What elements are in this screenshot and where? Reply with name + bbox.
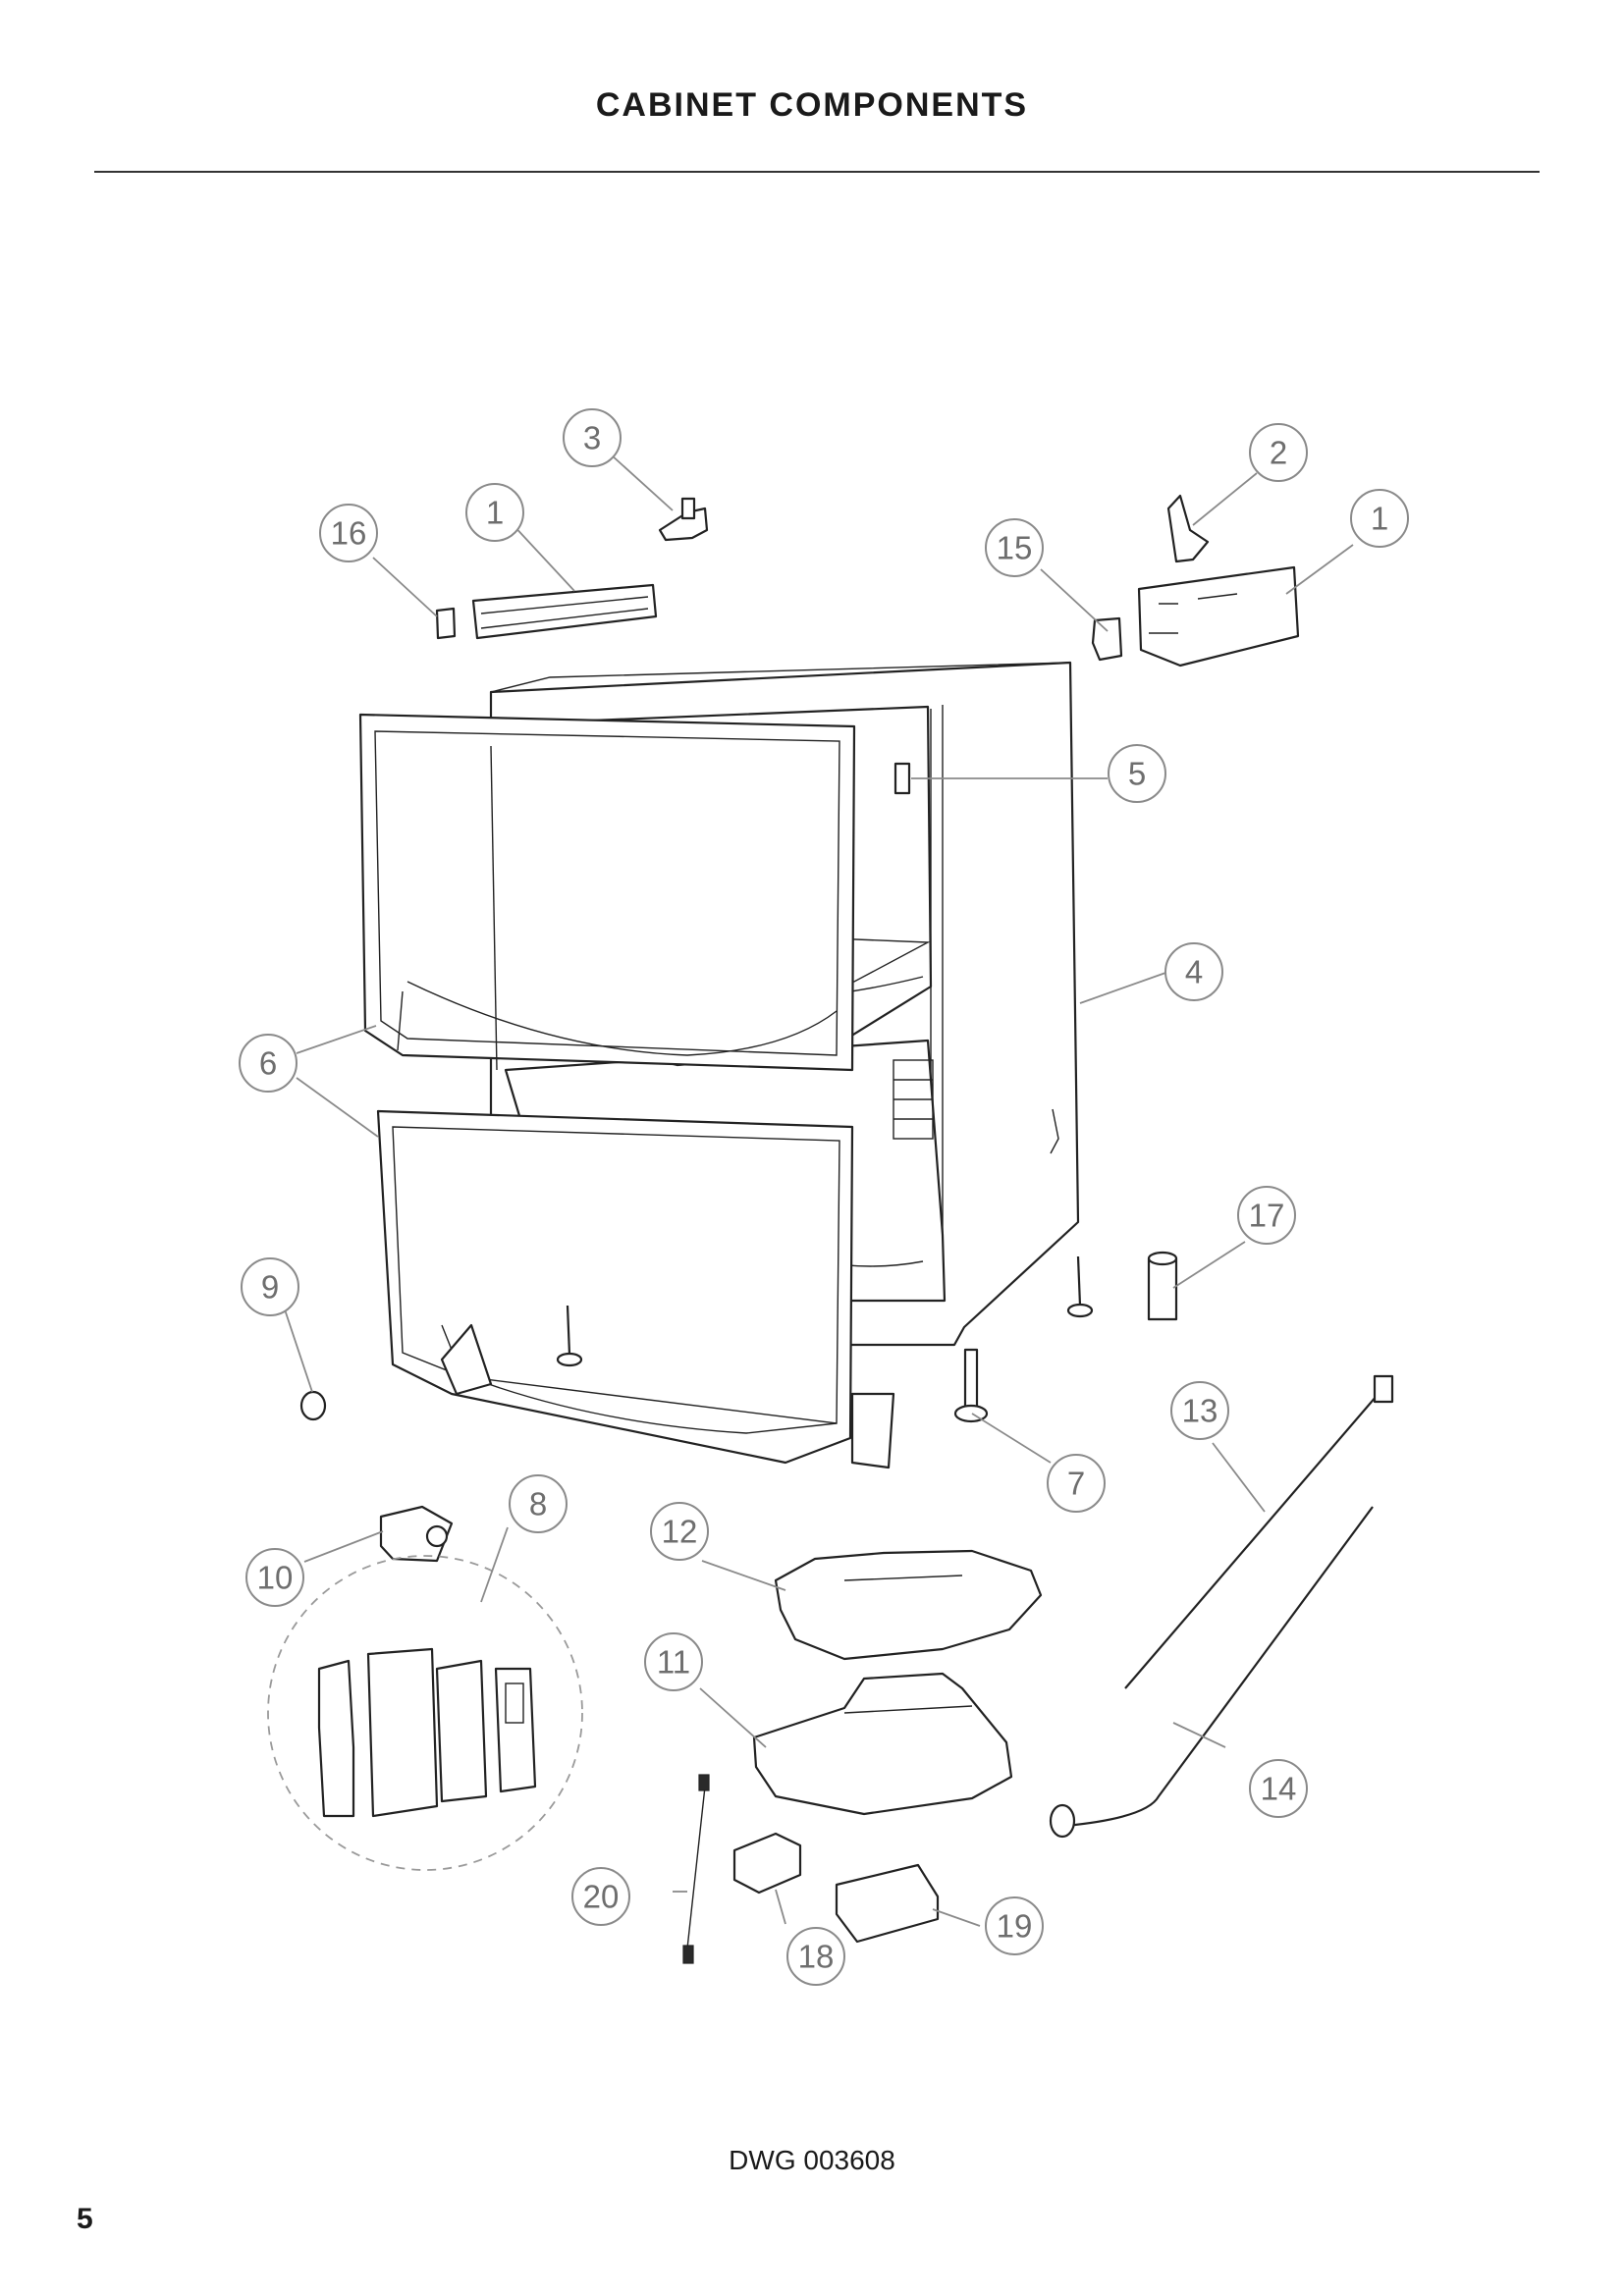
svg-text:15: 15 bbox=[997, 530, 1033, 566]
module-part-19 bbox=[835, 1863, 940, 1944]
svg-text:1: 1 bbox=[1371, 501, 1388, 537]
drawing-number: DWG 003608 bbox=[729, 2145, 895, 2175]
svg-text:8: 8 bbox=[529, 1486, 547, 1522]
callout-3: 3 bbox=[563, 408, 622, 467]
svg-text:4: 4 bbox=[1185, 954, 1203, 990]
callout-4: 4 bbox=[1164, 942, 1223, 1001]
svg-text:5: 5 bbox=[1128, 756, 1146, 792]
svg-text:6: 6 bbox=[259, 1045, 277, 1082]
svg-text:1: 1 bbox=[486, 495, 504, 531]
hose-part-14 bbox=[1049, 1506, 1374, 1839]
callout-20: 20 bbox=[571, 1867, 630, 1926]
callout-8: 8 bbox=[509, 1474, 568, 1533]
callout-1-right: 1 bbox=[1350, 489, 1409, 548]
svg-text:20: 20 bbox=[583, 1879, 620, 1915]
callout-17: 17 bbox=[1237, 1186, 1296, 1245]
callout-16: 16 bbox=[319, 504, 378, 562]
svg-text:19: 19 bbox=[997, 1908, 1033, 1945]
svg-text:10: 10 bbox=[257, 1560, 294, 1596]
svg-text:17: 17 bbox=[1249, 1198, 1285, 1234]
callout-14: 14 bbox=[1249, 1759, 1308, 1818]
page-number: 5 bbox=[77, 2203, 93, 2235]
svg-text:9: 9 bbox=[261, 1269, 279, 1306]
callout-5: 5 bbox=[1108, 744, 1166, 803]
clip-part-16 bbox=[435, 607, 457, 640]
svg-text:2: 2 bbox=[1270, 435, 1287, 471]
electronics-group-part-8 bbox=[267, 1555, 583, 1871]
cylinder-part-17 bbox=[1147, 1251, 1178, 1321]
hinge-part-2 bbox=[1166, 494, 1210, 563]
callout-12: 12 bbox=[650, 1502, 709, 1561]
cable-part-20 bbox=[682, 1774, 710, 1964]
callout-2: 2 bbox=[1249, 423, 1308, 482]
valve-part-10 bbox=[379, 1505, 454, 1563]
svg-text:11: 11 bbox=[657, 1644, 690, 1681]
svg-text:13: 13 bbox=[1182, 1393, 1218, 1429]
callout-13: 13 bbox=[1170, 1381, 1229, 1440]
callout-1-left: 1 bbox=[465, 483, 524, 542]
lower-door-frame bbox=[376, 1109, 895, 1469]
latch-part-5 bbox=[893, 762, 911, 795]
terminal-block-part-18 bbox=[732, 1832, 802, 1895]
svg-text:3: 3 bbox=[583, 420, 601, 456]
title-divider bbox=[94, 171, 1540, 173]
leader-lines bbox=[284, 454, 1354, 1927]
page-title: CABINET COMPONENTS bbox=[595, 86, 1029, 124]
svg-text:18: 18 bbox=[798, 1939, 835, 1975]
bracket-part-3 bbox=[658, 497, 709, 542]
svg-text:12: 12 bbox=[662, 1514, 698, 1550]
clip-part-15 bbox=[1091, 616, 1123, 662]
svg-text:7: 7 bbox=[1067, 1466, 1085, 1502]
upper-door-frame bbox=[358, 713, 856, 1072]
power-cord-part-13 bbox=[1124, 1374, 1394, 1689]
svg-text:16: 16 bbox=[331, 515, 367, 552]
housing-part-12 bbox=[774, 1549, 1043, 1661]
housing-part-11 bbox=[752, 1672, 1013, 1816]
top-rail-right bbox=[1137, 565, 1300, 667]
svg-text:14: 14 bbox=[1261, 1771, 1297, 1807]
callout-15: 15 bbox=[985, 518, 1044, 577]
vent-grid bbox=[893, 1059, 934, 1140]
callout-18: 18 bbox=[786, 1927, 845, 1986]
callout-9: 9 bbox=[241, 1257, 299, 1316]
callout-19: 19 bbox=[985, 1896, 1044, 1955]
callout-7: 7 bbox=[1047, 1454, 1106, 1513]
ring-part-9 bbox=[299, 1390, 327, 1421]
callout-11: 11 bbox=[644, 1632, 703, 1691]
callout-6: 6 bbox=[239, 1034, 298, 1093]
callout-10: 10 bbox=[245, 1548, 304, 1607]
top-rail-left bbox=[471, 583, 658, 640]
leveling-feet bbox=[556, 1255, 1094, 1423]
